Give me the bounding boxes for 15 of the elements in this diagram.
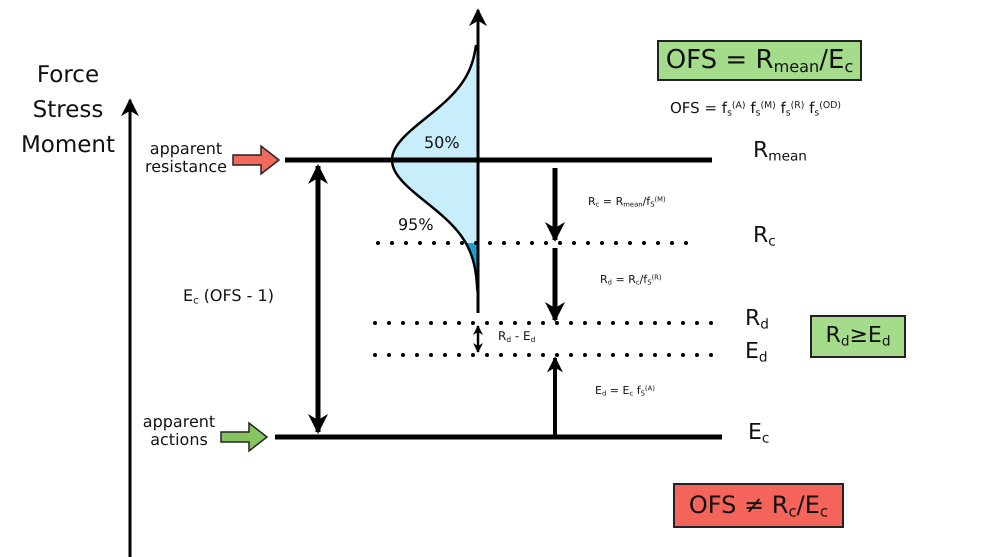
level-label: E$_{c}$	[748, 420, 770, 448]
level-label: R$_{c}$	[753, 223, 776, 250]
formula-box: R$_{d}$≥E$_{d}$	[810, 315, 906, 358]
percentage-label: 50%	[424, 134, 460, 152]
annotation-text: apparent resistance	[144, 140, 228, 177]
level-label: E$_{d}$	[745, 339, 768, 366]
force-stress-moment-label: Force Stress Moment	[20, 61, 116, 160]
formula-box: OFS ≠ R$_{c}$/E$_{c}$	[673, 483, 844, 528]
percentage-label: 95%	[398, 216, 434, 234]
formula-box: OFS = R$_{mean}$/E$_{c}$	[657, 40, 862, 81]
dimension-label: R$_{d}$ - E$_{d}$	[498, 330, 536, 344]
annotation-text: apparent actions	[142, 413, 216, 450]
level-label: R$_{d}$	[745, 306, 769, 334]
dimension-label: E$_{c}$ (OFS - 1)	[183, 287, 274, 307]
level-label: R$_{mean}$	[753, 138, 807, 166]
